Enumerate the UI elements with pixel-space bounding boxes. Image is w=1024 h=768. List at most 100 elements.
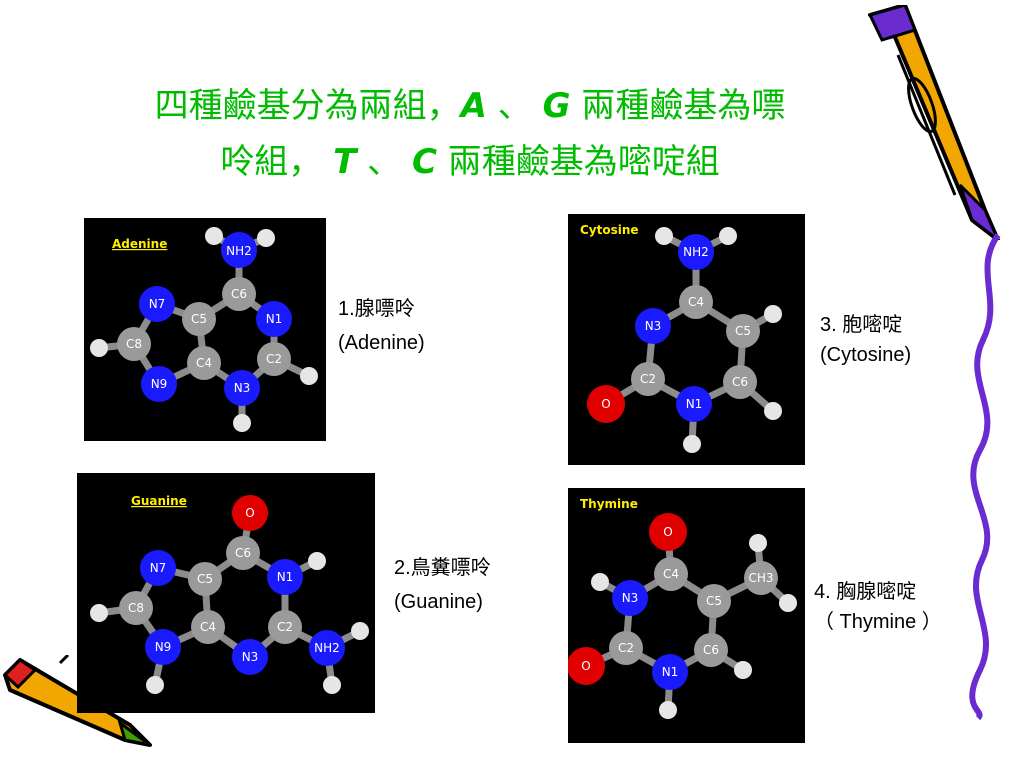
title-letter-a: A: [460, 86, 487, 126]
carbon-atom: [679, 285, 713, 319]
oxygen-atom: [568, 647, 605, 685]
cytosine-structure-image: NH2 C4 N3 C5 C2 C6 O N1 Cytosine: [568, 214, 805, 465]
caption-chinese: 3. 胞嘧啶: [820, 314, 903, 336]
title-line-2: 呤組， T 、 C 兩種鹼基為嘧啶組: [60, 134, 880, 190]
caption-english: (Guanine): [394, 591, 483, 613]
atom-label: N3: [242, 650, 259, 664]
atom-label: O: [245, 506, 254, 520]
atom-label: N7: [150, 561, 167, 575]
atom-label: NH2: [314, 641, 340, 655]
nitrogen-atom: [139, 286, 175, 322]
carbon-atom: [222, 277, 256, 311]
hydrogen-atom: [719, 227, 737, 245]
title-letter-t: T: [333, 142, 357, 182]
nitrogen-atom: [221, 232, 257, 268]
atom-label: N9: [155, 640, 172, 654]
carbon-atom: [268, 610, 302, 644]
atom-label: CH3: [748, 571, 773, 585]
nitrogen-atom: [612, 580, 648, 616]
hydrogen-atom: [659, 701, 677, 719]
panel-label: Guanine: [131, 494, 187, 508]
hydrogen-atom: [749, 534, 767, 552]
atom-label: N3: [622, 591, 639, 605]
carbon-atom: [257, 342, 291, 376]
hydrogen-atom: [308, 552, 326, 570]
atom-label: N3: [645, 319, 662, 333]
atom-label: C5: [735, 324, 751, 338]
oxygen-atom: [649, 513, 687, 551]
atom-label: C2: [277, 620, 293, 634]
hydrogen-atom: [655, 227, 673, 245]
nitrogen-atom: [652, 654, 688, 690]
carbon-atom: [744, 561, 778, 595]
hydrogen-atom: [90, 339, 108, 357]
oxygen-atom: [232, 495, 268, 531]
decorative-border: [969, 233, 1001, 720]
atom-label: O: [601, 397, 610, 411]
nitrogen-atom: [635, 308, 671, 344]
hydrogen-atom: [146, 676, 164, 694]
panel-label: Thymine: [580, 497, 638, 511]
caption-english: (Cytosine): [820, 344, 912, 366]
carbon-atom: [609, 631, 643, 665]
hydrogen-atom: [764, 402, 782, 420]
atom-label: C4: [196, 356, 212, 370]
title-letter-c: C: [411, 142, 437, 182]
title-line-1: 四種鹼基分為兩組，A 、 G 兩種鹼基為嘌: [60, 78, 880, 134]
hydrogen-atom: [90, 604, 108, 622]
hydrogen-atom: [300, 367, 318, 385]
atom-label: C8: [126, 337, 142, 351]
atom-label: C8: [128, 601, 144, 615]
hydrogen-atom: [764, 305, 782, 323]
atom-label: C2: [640, 372, 656, 386]
carbon-atom: [188, 562, 222, 596]
atom-label: N1: [277, 570, 294, 584]
atom-label: N1: [266, 312, 283, 326]
carbon-atom: [723, 365, 757, 399]
atom-label: N1: [662, 665, 679, 679]
carbon-atom: [631, 362, 665, 396]
carbon-atom: [182, 302, 216, 336]
adenine-caption: 1.腺嘌呤 (Adenine): [338, 292, 425, 360]
panel-label: Cytosine: [580, 223, 639, 237]
atom-label: C4: [688, 295, 704, 309]
atom-label: NH2: [683, 245, 709, 259]
atom-label: N1: [686, 397, 703, 411]
nitrogen-atom: [141, 366, 177, 402]
carbon-atom: [726, 314, 760, 348]
atom-label: C2: [266, 352, 282, 366]
hydrogen-atom: [734, 661, 752, 679]
atom-label: C6: [235, 546, 251, 560]
pencil-icon: [867, 5, 1000, 240]
caption-chinese: 1.腺嘌呤: [338, 298, 415, 320]
hydrogen-atom: [257, 229, 275, 247]
hydrogen-atom: [779, 594, 797, 612]
carbon-atom: [226, 536, 260, 570]
title-text: 兩種鹼基為嘌: [581, 86, 786, 126]
atom-label: O: [581, 659, 590, 673]
atom-label: C6: [732, 375, 748, 389]
atom-label: NH2: [226, 244, 252, 258]
atom-label: N3: [234, 381, 251, 395]
thymine-structure-image: O C4 CH3 N3 C5 C2 C6 O N1 Thymine: [568, 488, 805, 743]
nitrogen-atom: [678, 234, 714, 270]
hydrogen-atom: [351, 622, 369, 640]
hydrogen-atom: [323, 676, 341, 694]
atom-label: C5: [197, 572, 213, 586]
hydrogen-atom: [205, 227, 223, 245]
slide-title: 四種鹼基分為兩組，A 、 G 兩種鹼基為嘌 呤組， T 、 C 兩種鹼基為嘧啶組: [60, 78, 880, 190]
atom-label: C6: [703, 643, 719, 657]
nitrogen-atom: [309, 630, 345, 666]
nitrogen-atom: [140, 550, 176, 586]
thymine-caption: 4. 胸腺嘧啶 （ Thymine ）: [814, 577, 942, 637]
title-text: 呤組，: [220, 142, 323, 182]
title-text: 兩種鹼基為嘧啶組: [447, 142, 720, 182]
oxygen-atom: [587, 385, 625, 423]
caption-english: (Adenine): [338, 332, 425, 354]
carbon-atom: [191, 610, 225, 644]
guanine-caption: 2.鳥糞嘌呤 (Guanine): [394, 551, 491, 619]
carbon-atom: [694, 633, 728, 667]
title-separator: 、: [367, 142, 402, 182]
atom-label: C4: [200, 620, 216, 634]
atom-label: C6: [231, 287, 247, 301]
